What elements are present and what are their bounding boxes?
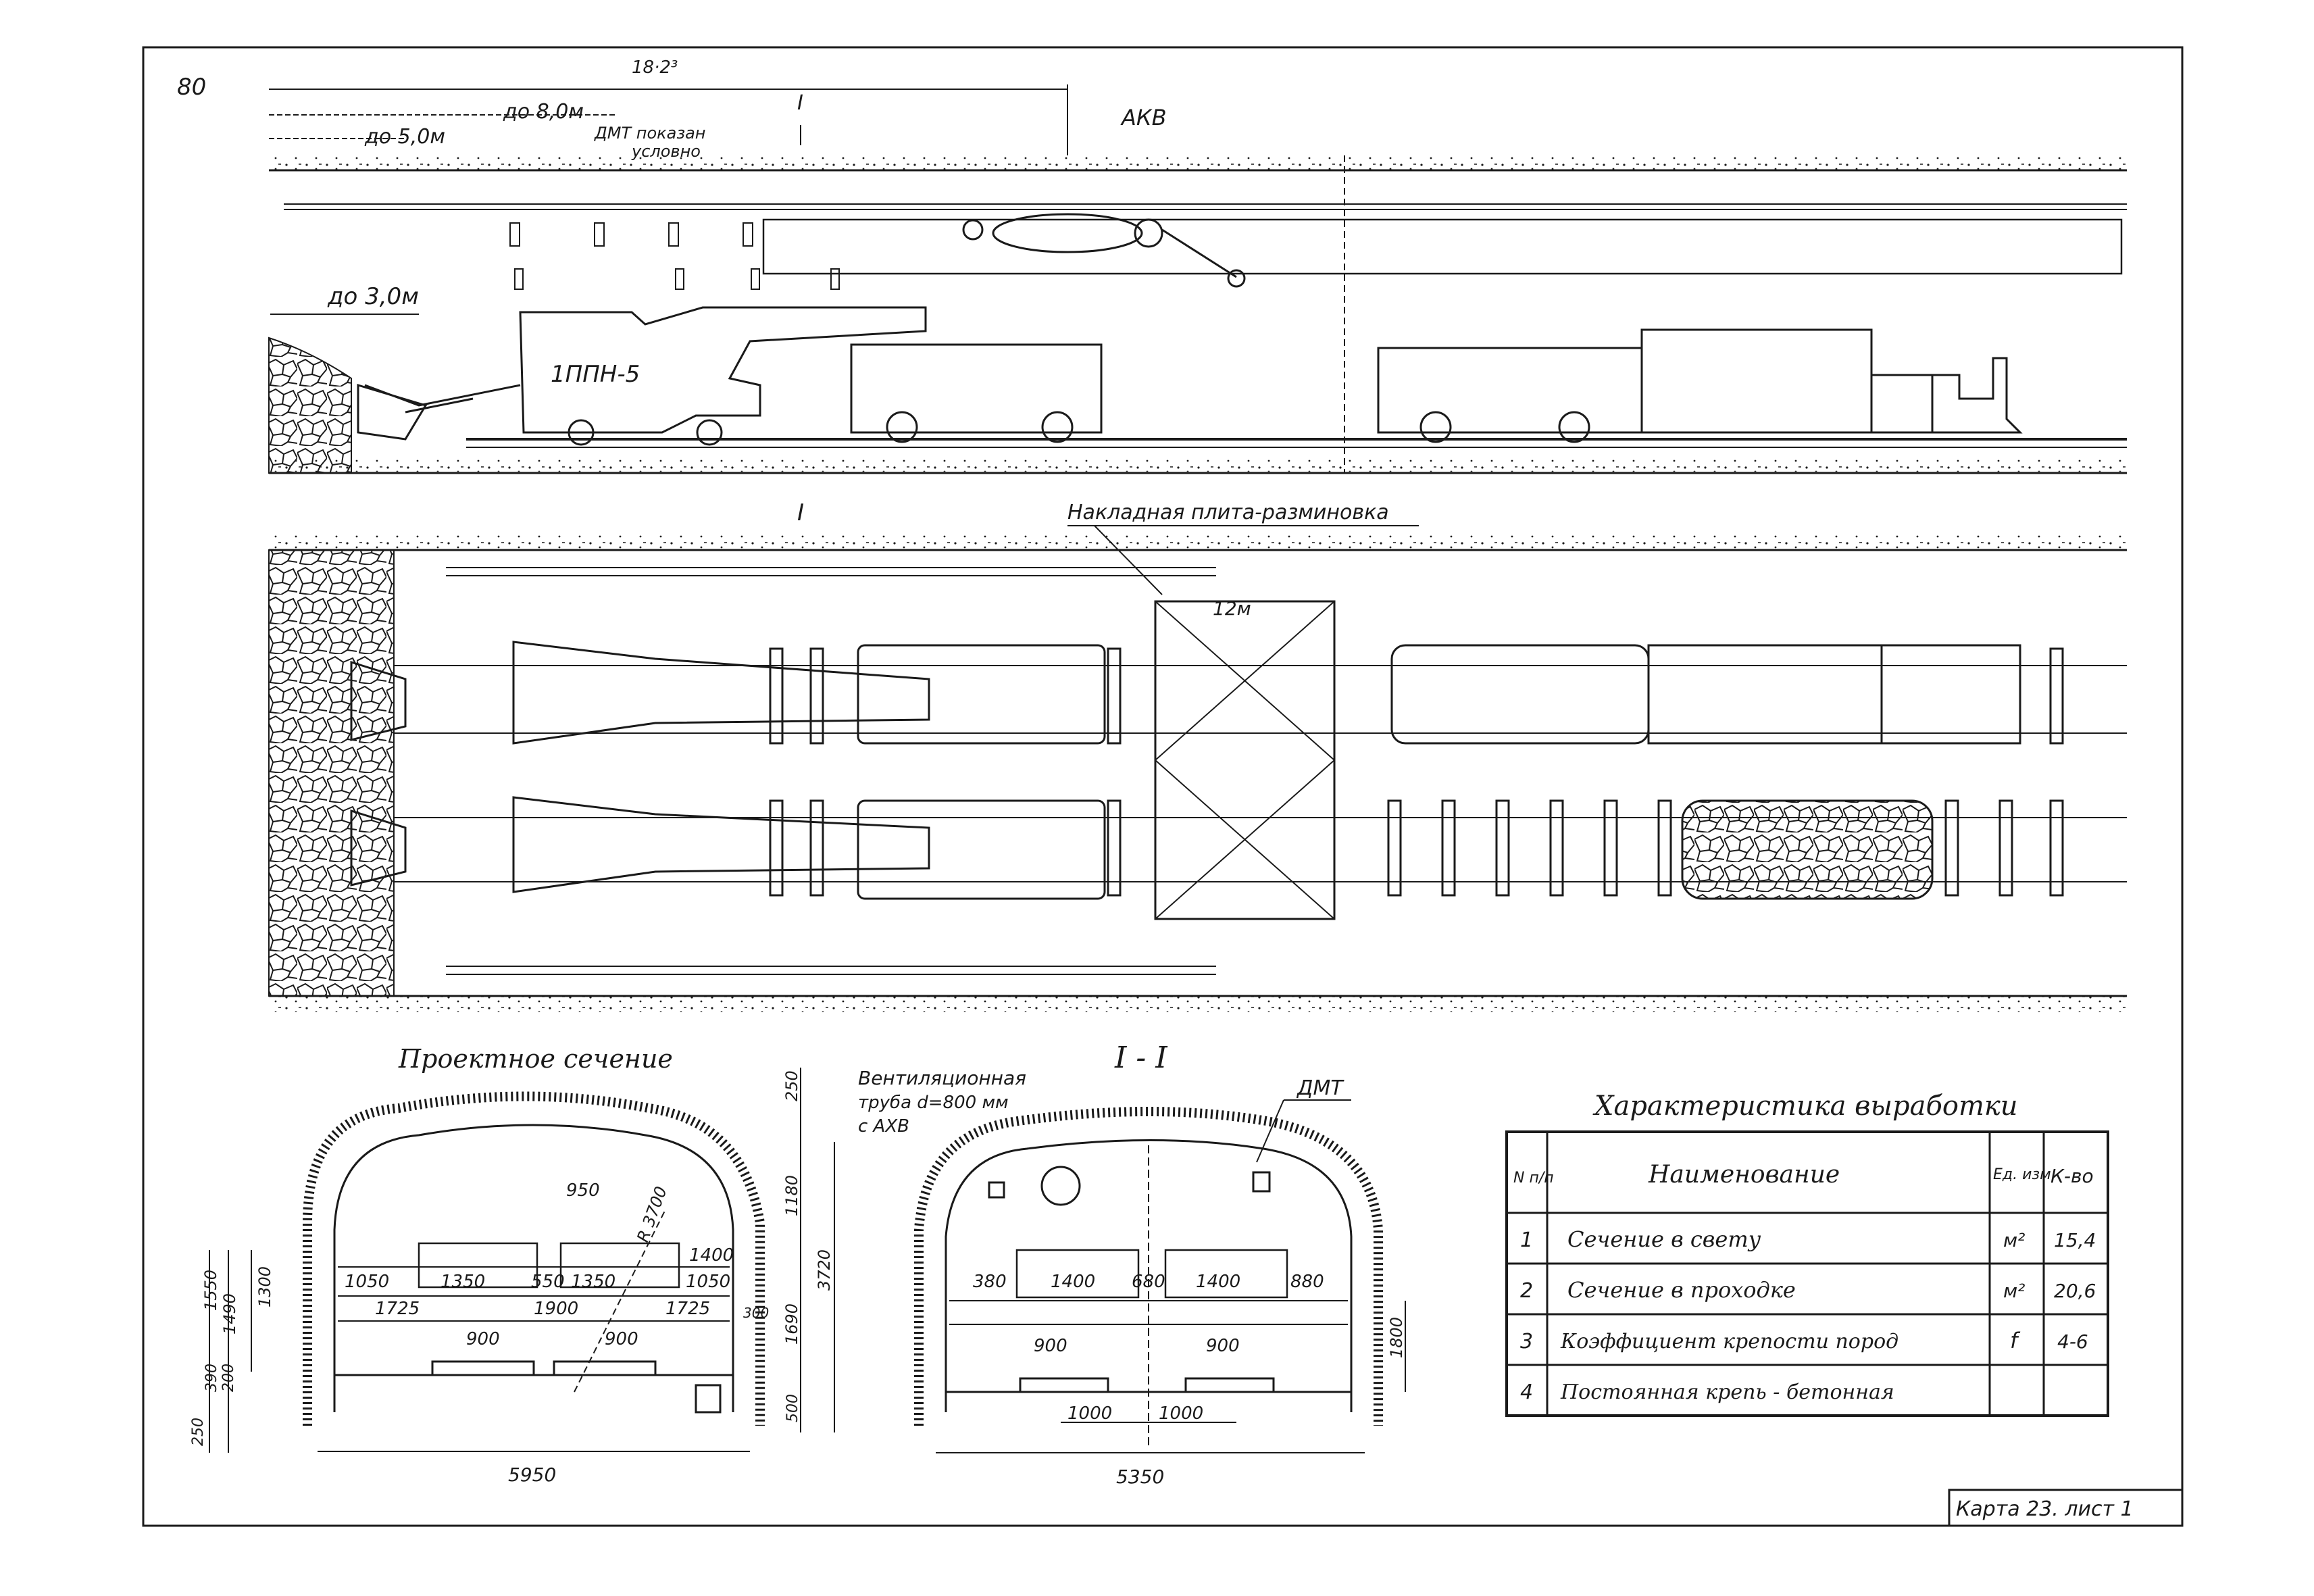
row-1-unit: м² <box>2003 1229 2025 1251</box>
header-name: Наименование <box>1648 1161 1840 1189</box>
dim-380: 380 <box>973 1272 1007 1292</box>
plate-label: Накладная плита-разминовка <box>1067 501 1389 524</box>
passing-plate <box>1154 600 1336 920</box>
section-mark-plan: I <box>797 499 804 526</box>
dim-1490: 1490 <box>220 1293 239 1335</box>
dim-880: 880 <box>1290 1272 1324 1292</box>
row-3-n: 3 <box>1520 1330 1533 1353</box>
wagon-1-elevation <box>850 343 1103 434</box>
characteristics-table: Характеристика выработки N п/п Наименова… <box>1505 1091 2109 1417</box>
dim-300: 300 <box>743 1305 769 1321</box>
elevation-view: 18·2³ до 5,0м до 8,0м ДМТ показан условн… <box>268 57 2127 474</box>
dim-900-a-ii: 900 <box>1034 1336 1067 1356</box>
rock-face-elevation <box>268 336 352 474</box>
stamp-box <box>1948 1489 2184 1527</box>
dim-1725-a: 1725 <box>375 1299 420 1319</box>
dim-1690: 1690 <box>782 1303 801 1345</box>
dmt-label: ДМТ <box>1296 1076 1344 1100</box>
dim-1050-a: 1050 <box>345 1272 389 1292</box>
vent-label-3: с АХВ <box>858 1116 909 1137</box>
dim-1300: 1300 <box>255 1266 274 1307</box>
plan-wall-top <box>269 534 2127 550</box>
dim-3720: 3720 <box>815 1249 834 1291</box>
plan-sleepers <box>769 647 2064 897</box>
dim-radius: R 3700 <box>633 1184 671 1245</box>
track-2-plan <box>350 796 2127 900</box>
vent-label-1: Вентиляционная <box>858 1067 1026 1089</box>
header-unit: Ед. изм. <box>1993 1166 2056 1183</box>
loader-label: 1ППН-5 <box>551 361 640 388</box>
plan-view: I Накладная плита-разминовка 12м <box>268 499 2127 1012</box>
dim-680: 680 <box>1132 1272 1165 1292</box>
dim-900-a: 900 <box>466 1329 500 1349</box>
dim-1400: 1400 <box>689 1245 734 1266</box>
row-1-qty: 15,4 <box>2054 1229 2096 1251</box>
ventilation-duct-elevation <box>762 218 2123 275</box>
wagon-2-elevation <box>1377 347 1643 434</box>
dim-500: 500 <box>784 1394 801 1422</box>
dim-250-b: 250 <box>190 1418 207 1446</box>
header-qty: К-во <box>2051 1165 2094 1187</box>
akv-unit <box>962 213 1246 288</box>
row-2-unit: м² <box>2003 1280 2025 1302</box>
roof-ground <box>269 155 2127 170</box>
floor-ground-elevation <box>269 459 2127 472</box>
distance-5m-label: до 5,0м <box>364 125 445 149</box>
header-number: N п/п <box>1513 1170 1554 1187</box>
dim-1050-b: 1050 <box>686 1272 730 1292</box>
dim-1400-b: 1400 <box>1196 1272 1240 1292</box>
track-1-plan <box>350 641 2127 745</box>
vent-pipe-circle <box>1040 1166 1081 1206</box>
dim-1800: 1800 <box>1387 1317 1406 1358</box>
support-posts <box>509 222 840 290</box>
plan-wall-bottom <box>269 996 2127 1012</box>
distance-3m-label: до 3,0м <box>327 283 419 310</box>
section-mark-top: I <box>797 91 803 115</box>
loader-1ppn5-elevation: 1ППН-5 <box>357 306 927 446</box>
section-ii-title: I - I <box>1114 1041 1168 1075</box>
dim-1725-b: 1725 <box>665 1299 710 1319</box>
akv-label: АКВ <box>1120 105 1167 130</box>
vent-label-2: труба d=800 мм <box>858 1093 1009 1113</box>
row-2-name: Сечение в проходке <box>1567 1277 1796 1303</box>
dim-550: 550 <box>531 1272 565 1292</box>
design-section: Проектное сечение 950 R 3700 1400 1050 1… <box>190 1044 1026 1486</box>
dim-1550: 1550 <box>201 1270 220 1311</box>
dmt-note-1: ДМТ показан <box>594 124 705 143</box>
dim-1000-b: 1000 <box>1159 1403 1203 1424</box>
section-i-i: I - I ДМТ 380 1400 680 1400 880 900 900 … <box>914 1041 1406 1488</box>
row-2-n: 2 <box>1520 1279 1533 1303</box>
dim-1400-a: 1400 <box>1051 1272 1095 1292</box>
locomotive-elevation <box>1640 328 2023 434</box>
sheet-frame <box>142 46 2184 1527</box>
row-2-qty: 20,6 <box>2054 1280 2096 1302</box>
stamp-text: Карта 23. лист 1 <box>1956 1497 2134 1521</box>
dim-900-b: 900 <box>605 1329 638 1349</box>
page-number: 80 <box>177 74 206 101</box>
ref-section-label: 18·2³ <box>632 57 678 78</box>
dim-950: 950 <box>566 1180 600 1201</box>
dim-1900: 1900 <box>534 1299 578 1319</box>
distance-8m-label: до 8,0м <box>503 100 584 124</box>
dim-250: 250 <box>782 1070 801 1101</box>
dim-1350-b: 1350 <box>571 1272 615 1292</box>
row-4-name: Постоянная крепь - бетонная <box>1560 1380 1894 1404</box>
row-3-unit: f <box>2010 1328 2021 1353</box>
row-3-name: Коэффициент крепости пород <box>1560 1330 1898 1353</box>
row-3-qty: 4-6 <box>2057 1330 2088 1353</box>
dim-390: 390 <box>203 1364 220 1392</box>
row-1-n: 1 <box>1520 1228 1533 1252</box>
design-section-title: Проектное сечение <box>398 1044 673 1074</box>
dim-1350-a: 1350 <box>441 1272 485 1292</box>
table-title: Характеристика выработки <box>1592 1091 2018 1122</box>
dim-5950: 5950 <box>508 1464 556 1486</box>
dim-900-b-ii: 900 <box>1206 1336 1240 1356</box>
dim-5350: 5350 <box>1116 1466 1164 1488</box>
dim-1000-a: 1000 <box>1067 1403 1112 1424</box>
row-1-name: Сечение в свету <box>1567 1226 1761 1252</box>
rock-face-plan <box>268 549 395 997</box>
dim-1180: 1180 <box>782 1175 801 1216</box>
row-4-n: 4 <box>1520 1380 1533 1404</box>
